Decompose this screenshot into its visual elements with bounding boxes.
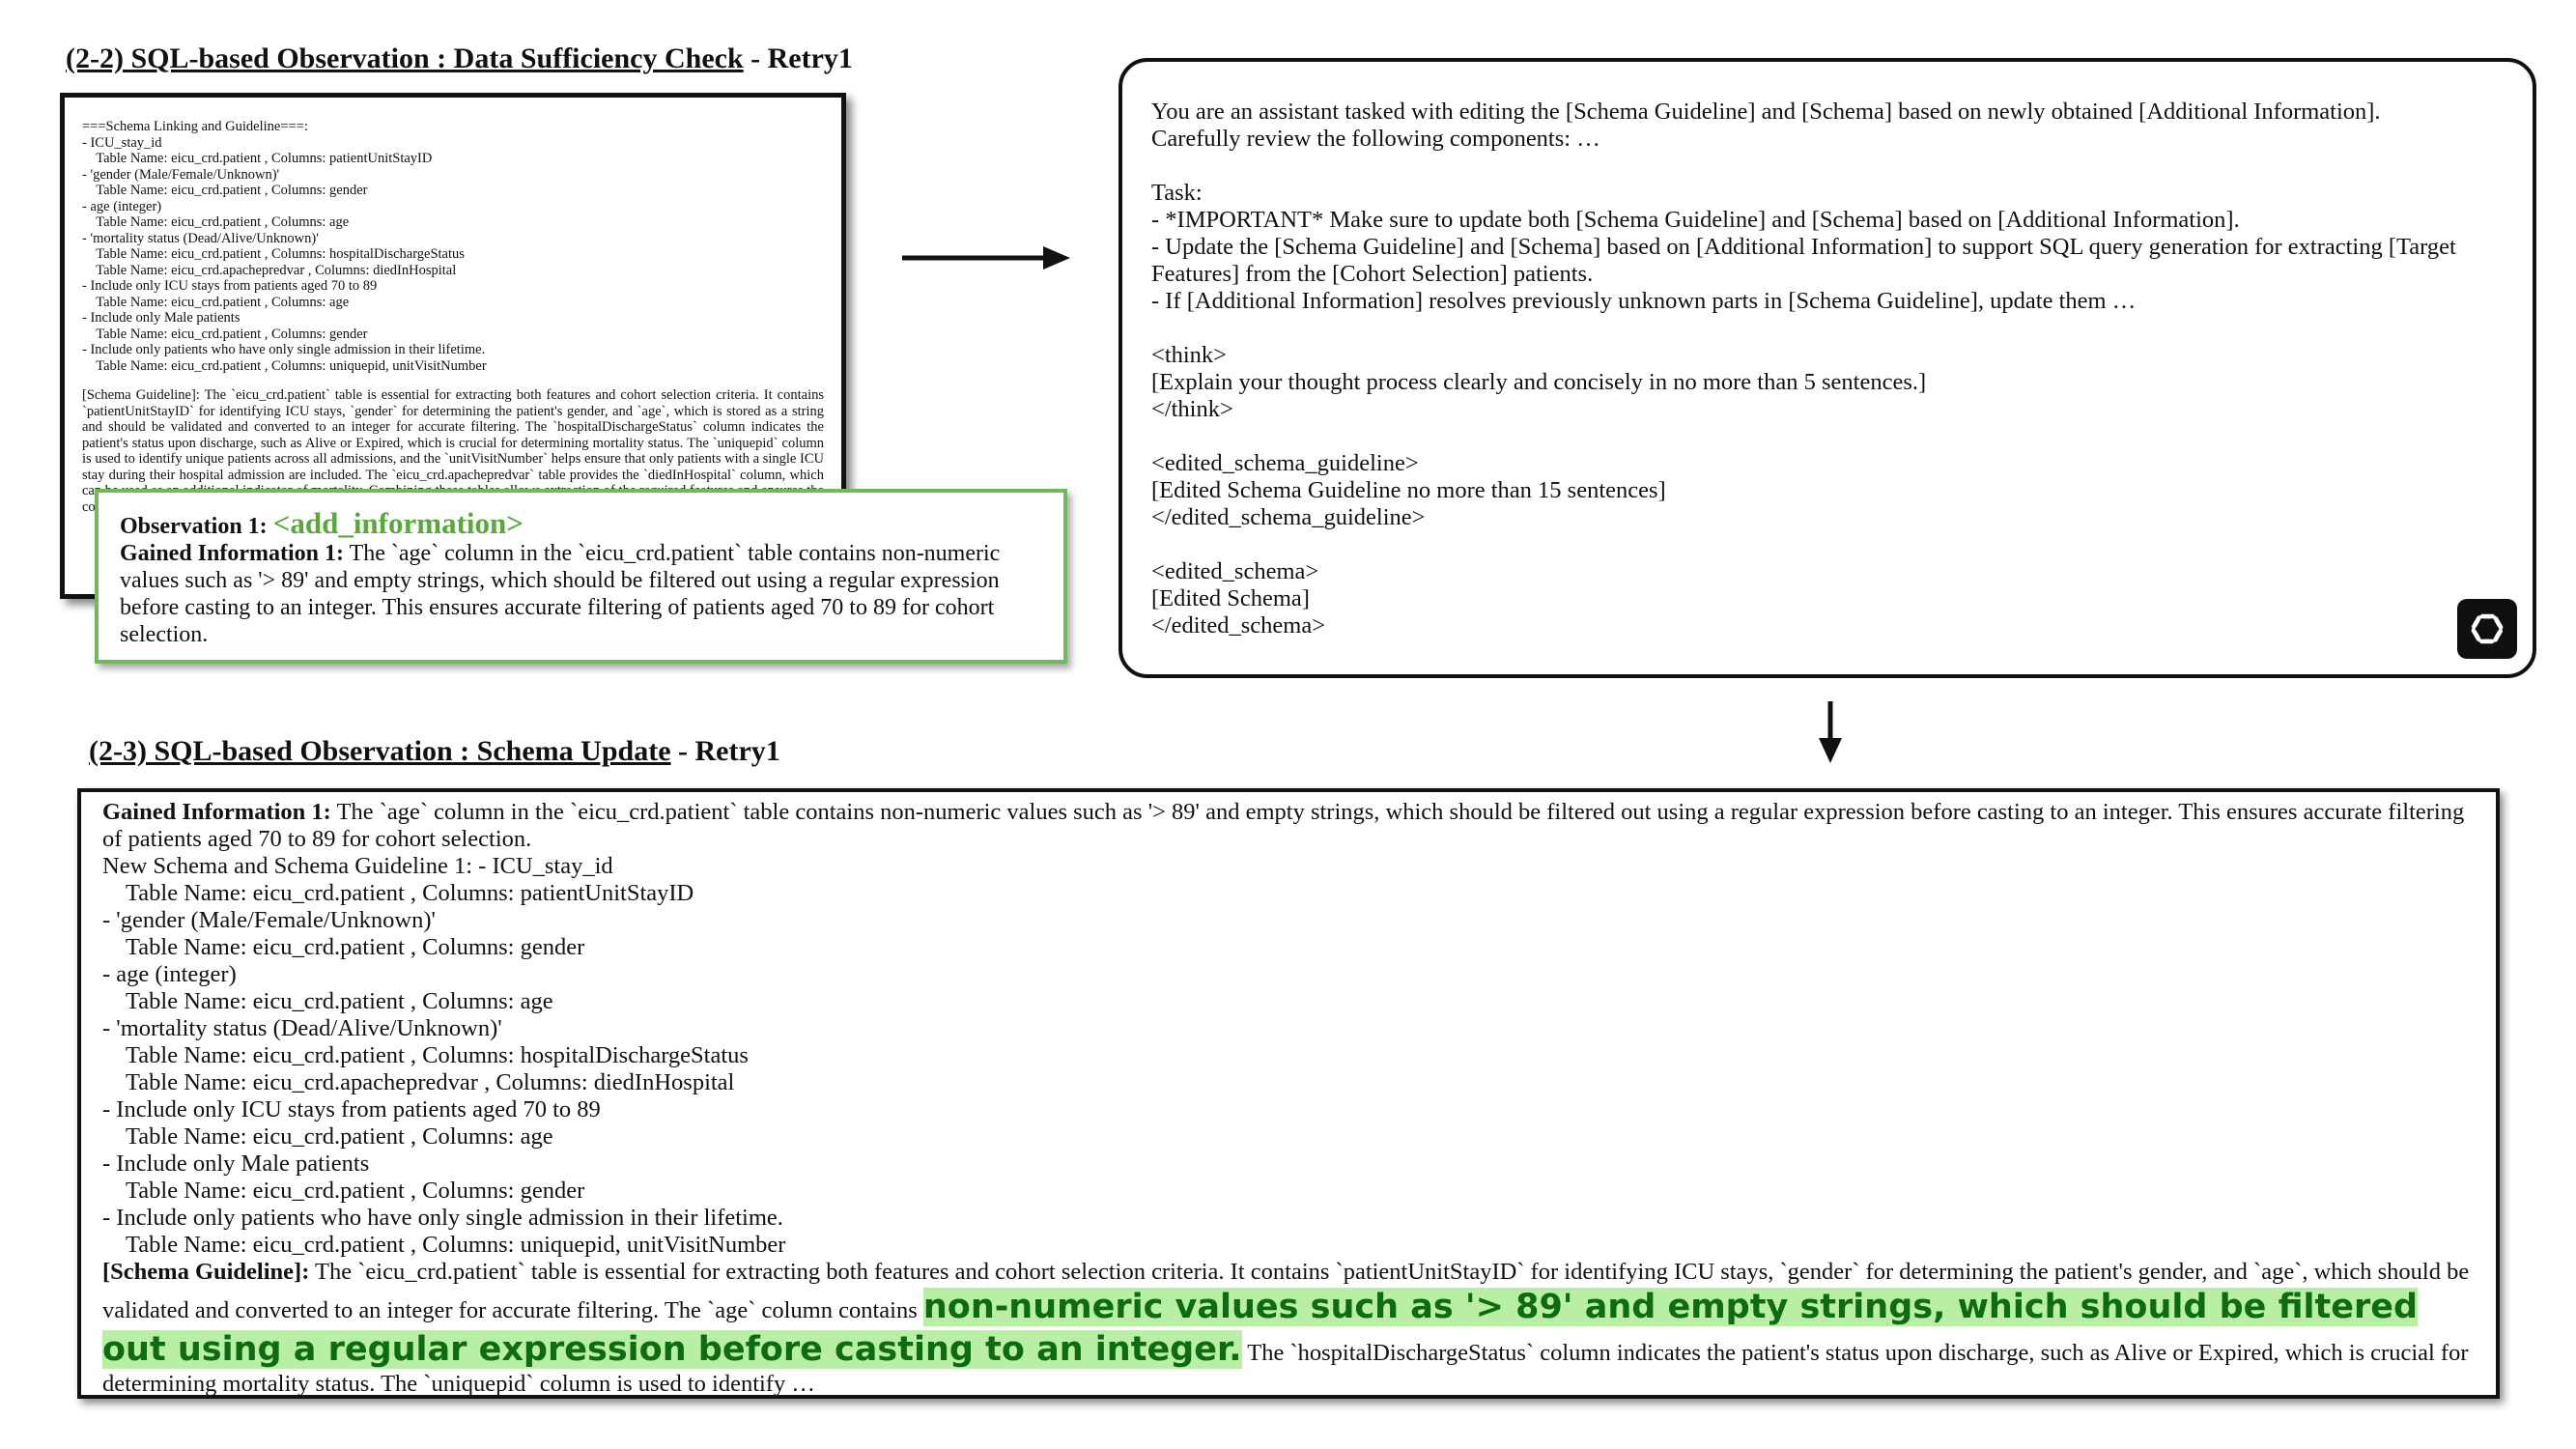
add-information-tag: <add_information> — [272, 506, 524, 540]
prompt-line: <edited_schema_guideline> — [1151, 450, 1419, 476]
schema-line: - age (integer) — [82, 198, 162, 214]
prompt-line: </think> — [1151, 396, 1233, 422]
schema-line: - Include only patients who have only si… — [82, 342, 486, 357]
prompt-panel: You are an assistant tasked with editing… — [1118, 58, 2536, 678]
schema-line: Table Name: eicu_crd.patient , Columns: … — [82, 183, 368, 198]
schema-line: Table Name: eicu_crd.patient , Columns: … — [102, 1232, 786, 1258]
prompt-text: You are an assistant tasked with editing… — [1151, 99, 2504, 639]
schema-line: - 'gender (Male/Female/Unknown)' — [82, 166, 280, 183]
prompt-line: </edited_schema> — [1151, 612, 1326, 639]
guideline-text-post: The `hospitalDischargeStatus` column ind… — [102, 1340, 2469, 1397]
gained-info: Gained Information 1: The `age` column i… — [102, 799, 2475, 853]
schema-line: Table Name: eicu_crd.patient , Columns: … — [82, 214, 350, 230]
schema-line: - ICU_stay_id — [82, 134, 162, 151]
section-heading-schema-update: (2-3) SQL-based Observation : Schema Upd… — [89, 735, 780, 768]
guideline-text-pre: The `eicu_crd.patient` table is essentia… — [102, 1259, 2470, 1323]
prompt-line: [Explain your thought process clearly an… — [1151, 369, 1927, 395]
prompt-line: [Edited Schema] — [1151, 585, 1310, 611]
down-arrow-icon — [1819, 701, 1842, 763]
schema-line: Table Name: eicu_crd.patient , Columns: … — [102, 1042, 749, 1068]
right-arrow-icon — [902, 246, 1070, 270]
schema-line: Table Name: eicu_crd.patient , Columns: … — [102, 988, 553, 1014]
prompt-line: [Edited Schema Guideline no more than 15… — [1151, 477, 1666, 503]
gained-info-text: The `age` column in the `eicu_crd.patien… — [102, 799, 2465, 852]
observation-gained-info: Gained Information 1: The `age` column i… — [120, 540, 1042, 648]
prompt-line: - *IMPORTANT* Make sure to update both [… — [1151, 207, 2240, 233]
schema-lines: ===Schema Linking and Guideline===:- ICU… — [82, 119, 824, 374]
gained-info-label: Gained Information 1: — [120, 541, 345, 566]
gained-info-label: Gained Information 1: — [102, 799, 331, 825]
schema-line: Table Name: eicu_crd.apachepredvar , Col… — [82, 262, 457, 278]
schema-line: Table Name: eicu_crd.patient , Columns: … — [82, 357, 487, 374]
gained-info-text: The `age` column in the `eicu_crd.patien… — [120, 541, 1001, 647]
prompt-line: - If [Additional Information] resolves p… — [1151, 288, 2137, 314]
prompt-line: You are an assistant tasked with editing… — [1151, 99, 2381, 125]
schema-line: - age (integer) — [102, 961, 237, 987]
guideline-label: [Schema Guideline]: — [102, 1259, 310, 1285]
schema-line: - Include only Male patients — [82, 310, 241, 326]
prompt-line — [1151, 153, 2504, 180]
heading-main: (2-3) SQL-based Observation : Schema Upd… — [89, 735, 671, 767]
openai-logo-icon — [2457, 599, 2517, 659]
schema-line: - Include only Male patients — [102, 1151, 370, 1177]
schema-line: Table Name: eicu_crd.patient , Columns: … — [102, 880, 694, 906]
schema-update-panel: Gained Information 1: The `age` column i… — [77, 788, 2500, 1399]
observation-box: Observation 1: <add_information> Gained … — [95, 489, 1067, 664]
schema-line: - 'gender (Male/Female/Unknown)' — [102, 907, 436, 933]
schema-line: - 'mortality status (Dead/Alive/Unknown)… — [102, 1015, 502, 1041]
heading-main: (2-2) SQL-based Observation : Data Suffi… — [66, 43, 744, 74]
prompt-line: <edited_schema> — [1151, 558, 1319, 584]
schema-line: Table Name: eicu_crd.patient , Columns: … — [82, 151, 433, 166]
schema-line: New Schema and Schema Guideline 1: - ICU… — [102, 853, 613, 879]
schema-line: Table Name: eicu_crd.patient , Columns: … — [82, 326, 368, 342]
schema-line: Table Name: eicu_crd.patient , Columns: … — [102, 934, 585, 960]
new-schema-lines: New Schema and Schema Guideline 1: - ICU… — [102, 853, 2475, 1259]
heading-suffix: - Retry1 — [743, 43, 853, 74]
prompt-line — [1151, 315, 2504, 342]
prompt-line — [1151, 531, 2504, 558]
prompt-line — [1151, 423, 2504, 450]
schema-line: - Include only ICU stays from patients a… — [102, 1096, 601, 1122]
prompt-line: <think> — [1151, 342, 1227, 368]
schema-line: - 'mortality status (Dead/Alive/Unknown)… — [82, 230, 319, 246]
updated-schema-guideline: [Schema Guideline]: The `eicu_crd.patien… — [102, 1259, 2475, 1398]
schema-line: Table Name: eicu_crd.patient , Columns: … — [82, 294, 350, 310]
heading-suffix: - Retry1 — [670, 735, 780, 767]
schema-line: - Include only ICU stays from patients a… — [82, 278, 378, 294]
schema-line: Table Name: eicu_crd.patient , Columns: … — [102, 1178, 585, 1204]
section-heading-data-sufficiency: (2-2) SQL-based Observation : Data Suffi… — [66, 43, 853, 75]
schema-line: ===Schema Linking and Guideline===: — [82, 119, 308, 134]
observation-title: Observation 1: <add_information> — [120, 508, 1042, 540]
observation-label: Observation 1: — [120, 514, 273, 539]
schema-line: - Include only patients who have only si… — [102, 1205, 783, 1231]
prompt-line: - Update the [Schema Guideline] and [Sch… — [1151, 234, 2462, 287]
prompt-line: Task: — [1151, 180, 1203, 206]
prompt-line: Carefully review the following component… — [1151, 126, 1600, 152]
schema-line: Table Name: eicu_crd.apachepredvar , Col… — [102, 1069, 735, 1095]
schema-line: Table Name: eicu_crd.patient , Columns: … — [82, 246, 465, 262]
schema-line: Table Name: eicu_crd.patient , Columns: … — [102, 1123, 553, 1150]
prompt-line: </edited_schema_guideline> — [1151, 504, 1426, 530]
